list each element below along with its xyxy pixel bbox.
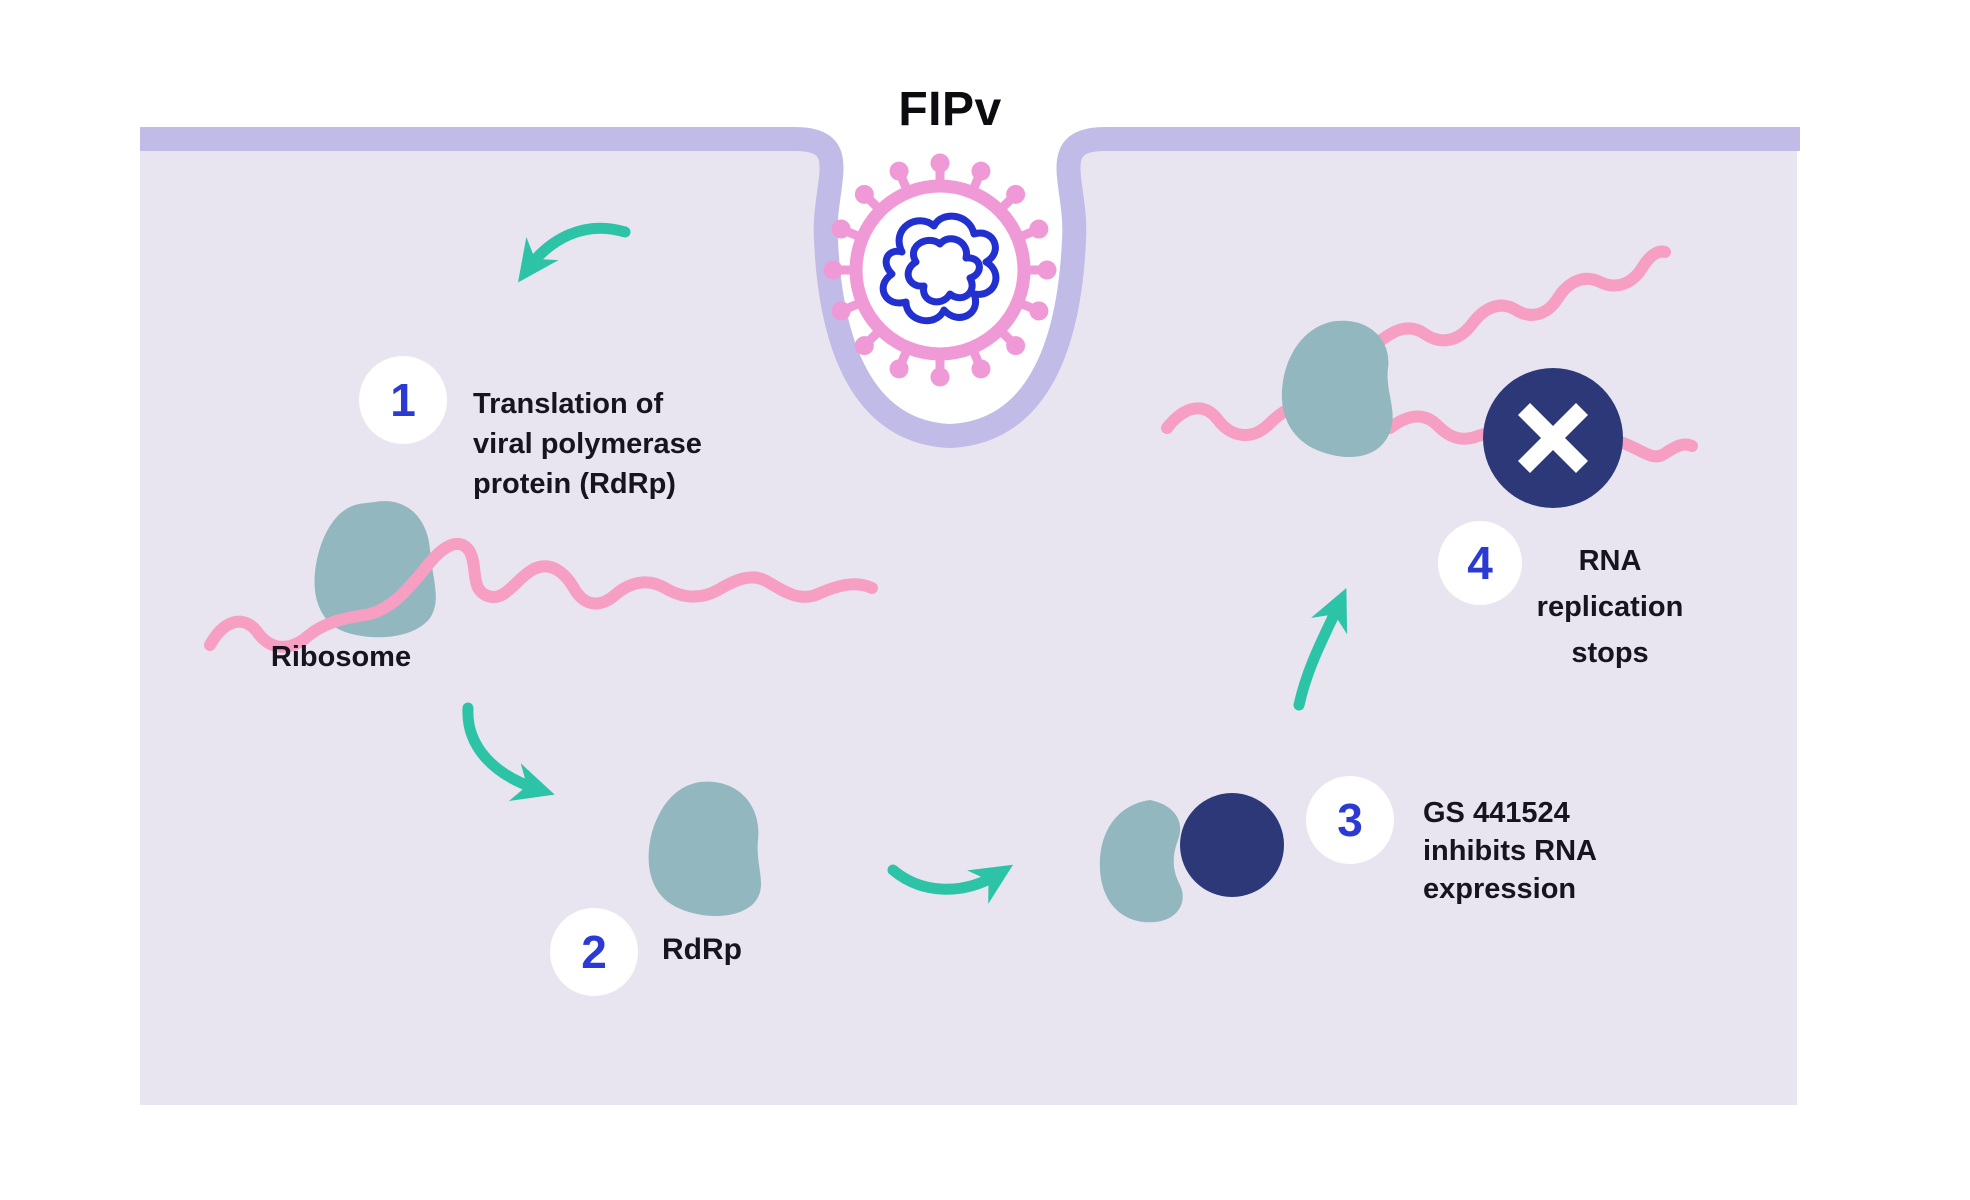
step-3-line: inhibits RNA <box>1423 835 1597 867</box>
step-4-line: replication <box>1536 591 1684 623</box>
step-2-text: RdRp <box>662 933 742 966</box>
gs441524-molecule <box>1180 793 1284 897</box>
mrna-strand <box>204 537 878 653</box>
virus-icon <box>824 154 1057 387</box>
step-1-line: Translation of <box>473 388 664 420</box>
step-3-line: expression <box>1423 873 1577 905</box>
step-2-number: 2 <box>581 926 607 978</box>
step-1-badge: 1 <box>359 356 447 444</box>
arrow-step2-to-step3 <box>887 864 1014 904</box>
step-4-text: RNA replication stops <box>1537 538 1684 676</box>
step-3-badge: 3 <box>1306 776 1394 864</box>
step-3-line: GS 441524 <box>1423 797 1570 829</box>
rdrp-blob <box>648 781 762 917</box>
step-1-line: protein (RdRp) <box>473 468 676 500</box>
rdrp-blob-step4 <box>1281 320 1393 458</box>
step-4-line: stops <box>1571 637 1649 669</box>
step-3-text: GS 441524 inhibits RNA expression <box>1423 794 1597 908</box>
arrow-step1-to-step2 <box>462 702 555 802</box>
step-3-number: 3 <box>1337 794 1363 846</box>
step-4-badge: 4 <box>1438 521 1522 605</box>
ribosome-blob <box>314 501 436 638</box>
virus-envelope <box>849 179 1031 361</box>
virus-genome <box>879 212 1000 325</box>
step-1-text: Translation of viral polymerase protein … <box>473 384 702 504</box>
step-1-line: viral polymerase <box>473 428 702 460</box>
step-2-badge: 2 <box>550 908 638 996</box>
step-1-number: 1 <box>390 374 416 426</box>
rdrp-blob-step3 <box>1099 800 1183 923</box>
arrow-step3-to-step4 <box>1293 587 1348 711</box>
ribosome-label: Ribosome <box>270 641 412 673</box>
replication-stop-icon <box>1483 368 1623 508</box>
x-icon <box>1517 402 1589 474</box>
arrow-virus-to-step1 <box>518 222 631 283</box>
step-4-number: 4 <box>1467 537 1493 589</box>
diagram-title: FIPv <box>898 83 1002 136</box>
rna-strand-upper <box>1362 245 1671 358</box>
step-4-line: RNA <box>1578 545 1642 577</box>
